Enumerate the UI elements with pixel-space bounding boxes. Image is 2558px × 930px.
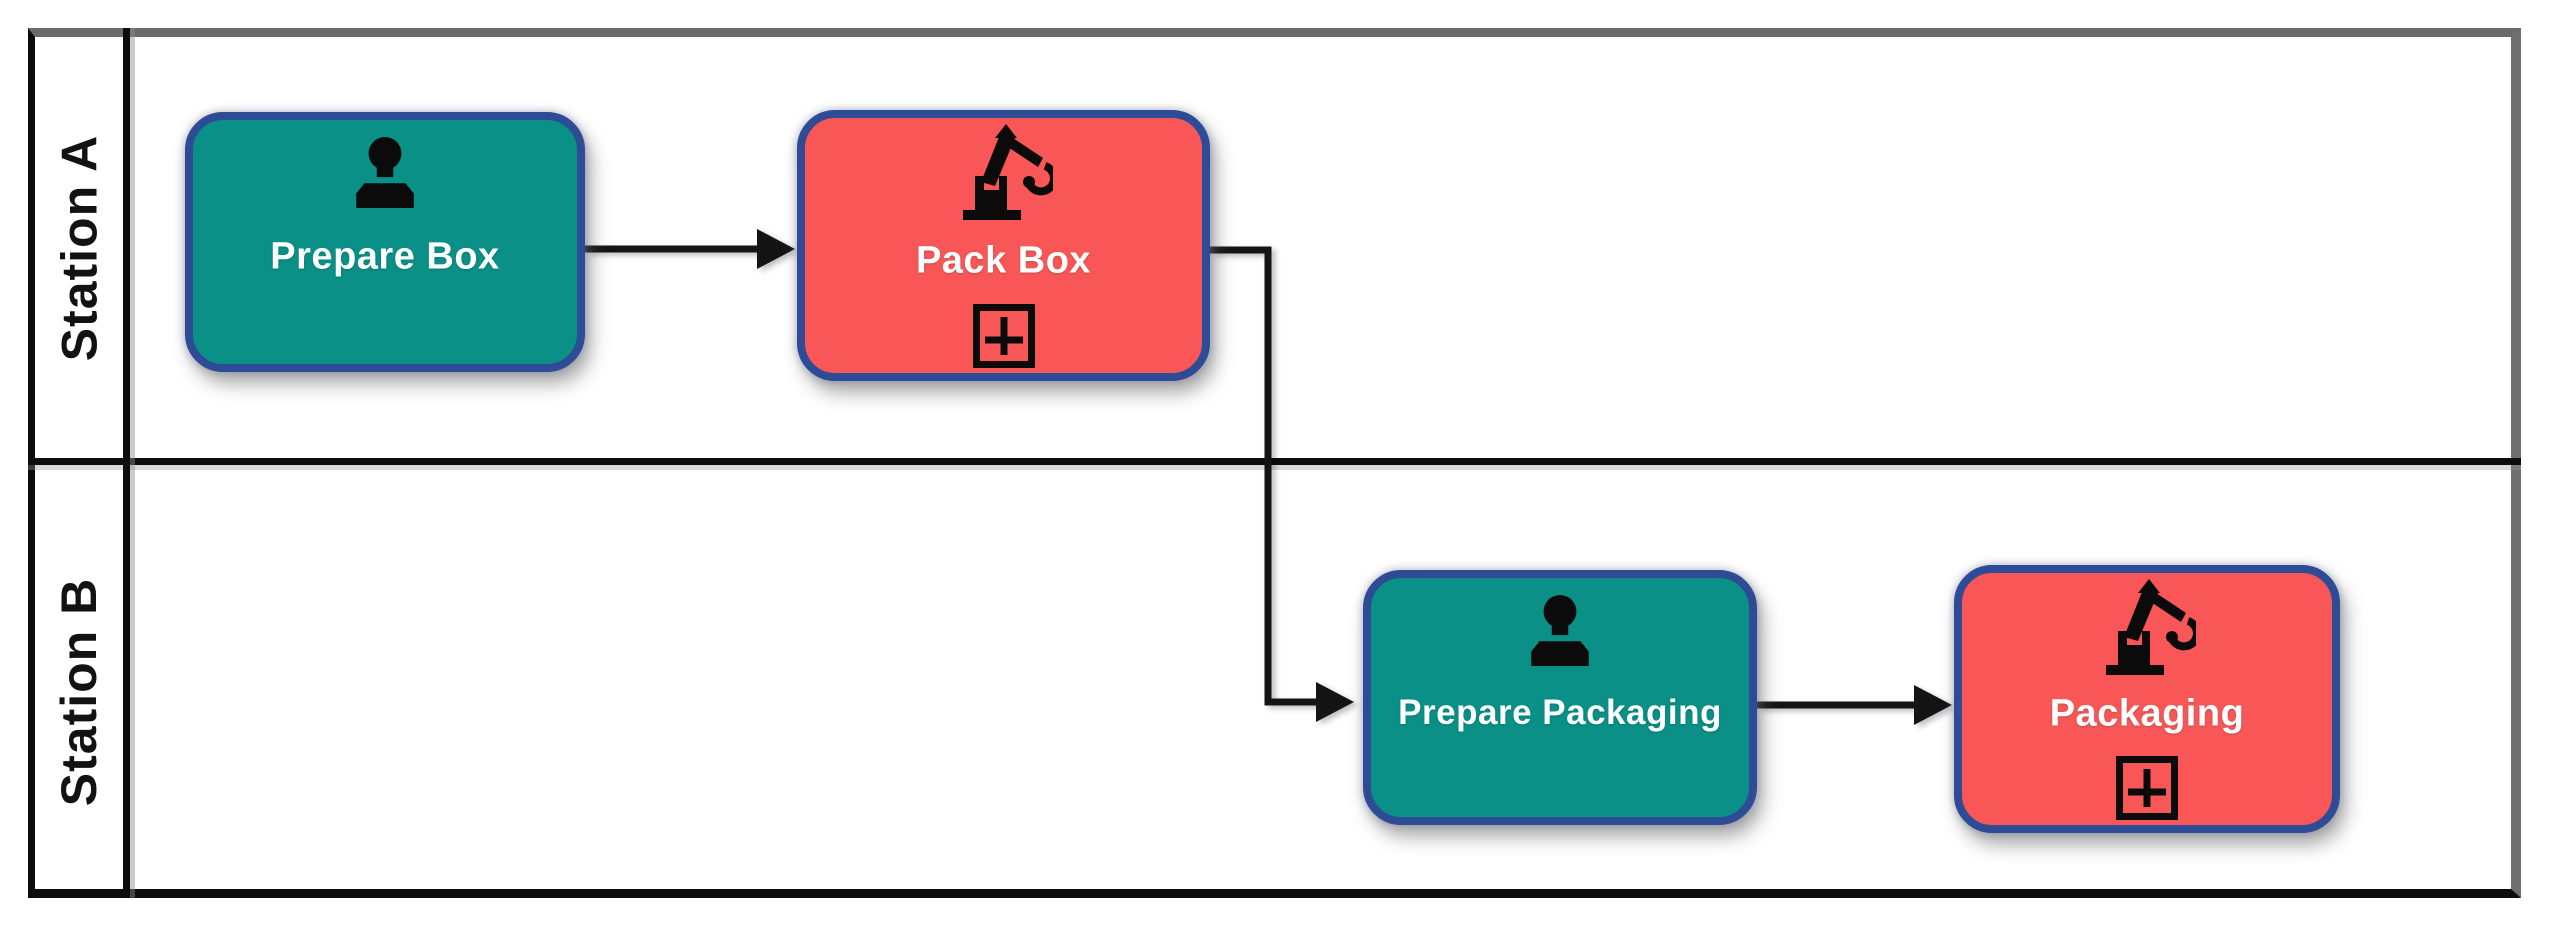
task-packaging[interactable]: Packaging (1954, 565, 2340, 833)
lane-divider (28, 458, 2521, 465)
task-pack-box[interactable]: Pack Box (797, 110, 1210, 381)
task-label: Prepare Box (270, 235, 500, 278)
arrowhead-icon (1316, 682, 1354, 722)
subprocess-plus-icon (2116, 756, 2178, 820)
person-icon (1523, 594, 1597, 668)
arrowhead-icon (757, 229, 795, 269)
flow-pack-box-to-prepare-packaging (1210, 246, 1316, 706)
task-label: Packaging (2049, 692, 2245, 735)
task-label: Pack Box (915, 239, 1092, 281)
task-label: Prepare Packaging (1398, 692, 1722, 732)
robot-arm-icon (955, 124, 1058, 220)
subprocess-plus-icon (972, 304, 1035, 368)
lane-label-divider (123, 28, 130, 898)
person-icon (348, 136, 422, 210)
robot-arm-icon (2098, 579, 2201, 675)
task-prepare-packaging[interactable]: Prepare Packaging (1363, 570, 1757, 825)
task-prepare-box[interactable]: Prepare Box (185, 112, 585, 372)
arrowhead-icon (1914, 685, 1952, 725)
